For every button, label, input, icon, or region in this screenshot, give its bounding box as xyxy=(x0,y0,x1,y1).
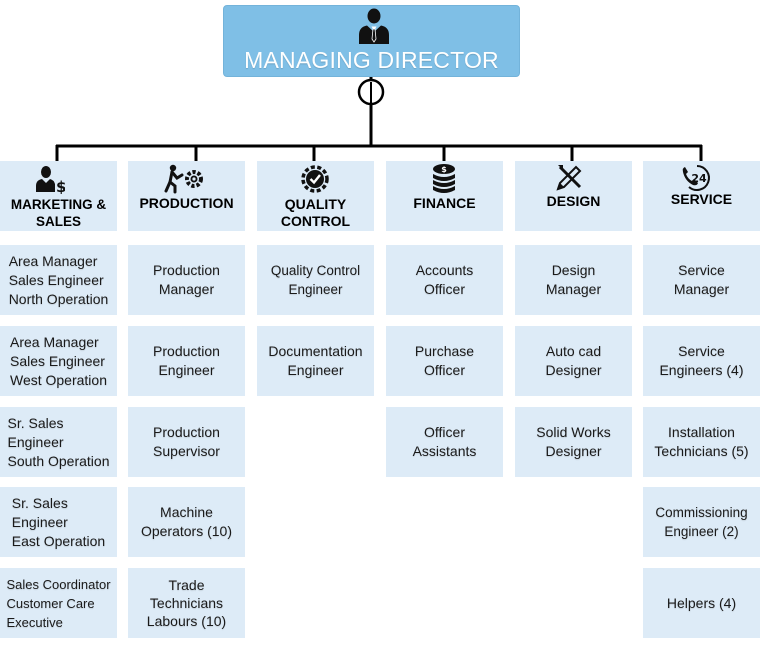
role-label: Sr. Sales Engineer South Operation xyxy=(7,414,110,469)
role-label: Design Manager xyxy=(545,262,602,297)
role-box-production-2: Production Engineer xyxy=(128,326,245,396)
dept-header-quality-control: QUALITY CONTROL xyxy=(257,161,374,231)
dept-header-service: 24 SERVICE xyxy=(643,161,760,231)
role-label: Purchase Officer xyxy=(414,343,475,378)
managing-director-box: MANAGING DIRECTOR xyxy=(223,5,520,77)
dept-header-finance: $ FINANCE xyxy=(386,161,503,231)
role-label: Quality Control Engineer xyxy=(270,263,361,297)
role-box-finance-1: Accounts Officer xyxy=(386,245,503,315)
role-box-production-4: Machine Operators (10) xyxy=(128,487,245,557)
role-label: Sr. Sales Engineer East Operation xyxy=(11,494,106,549)
role-box-finance-2: Purchase Officer xyxy=(386,326,503,396)
role-box-service-3: Installation Technicians (5) xyxy=(643,407,760,477)
role-box-marketing-4: Sr. Sales Engineer East Operation xyxy=(0,487,117,557)
dept-label-service: SERVICE xyxy=(670,191,733,207)
dept-label-marketing-sales: MARKETING & SALES xyxy=(10,197,107,229)
role-label: Accounts Officer xyxy=(415,262,474,297)
dept-label-design: DESIGN xyxy=(546,193,601,209)
svg-text:$: $ xyxy=(441,165,447,174)
finance-icon: $ xyxy=(433,164,455,193)
svg-text:$: $ xyxy=(56,178,65,194)
role-box-marketing-1: Area Manager Sales Engineer North Operat… xyxy=(0,245,117,315)
role-label: Documentation Engineer xyxy=(268,343,363,378)
role-box-production-3: Production Supervisor xyxy=(128,407,245,477)
role-box-service-4: Commissioning Engineer (2) xyxy=(643,487,760,557)
role-box-production-5: Trade Technicians Labours (10) xyxy=(128,568,245,638)
role-box-service-2: Service Engineers (4) xyxy=(643,326,760,396)
role-box-design-1: Design Manager xyxy=(515,245,632,315)
marketing-sales-icon: $ xyxy=(36,166,65,194)
role-box-quality-1: Quality Control Engineer xyxy=(257,245,374,315)
role-label: Area Manager Sales Engineer North Operat… xyxy=(8,252,109,307)
managing-director-title: MANAGING DIRECTOR xyxy=(244,47,499,73)
role-box-design-2: Auto cad Designer xyxy=(515,326,632,396)
quality-control-icon xyxy=(301,165,329,193)
role-label: Service Manager xyxy=(673,262,730,297)
role-label: Commissioning Engineer (2) xyxy=(655,505,748,539)
dept-header-production: PRODUCTION xyxy=(128,161,245,231)
dept-label-production: PRODUCTION xyxy=(139,195,234,211)
role-box-quality-2: Documentation Engineer xyxy=(257,326,374,396)
role-label: Production Engineer xyxy=(153,343,220,378)
businessman-icon xyxy=(359,8,389,44)
production-icon xyxy=(164,164,203,194)
role-label: Trade Technicians Labours (10) xyxy=(146,577,227,629)
role-label: Production Manager xyxy=(153,262,220,297)
dept-label-quality-control: QUALITY CONTROL xyxy=(280,196,351,229)
dept-label-finance: FINANCE xyxy=(413,195,476,211)
role-label: Machine Operators (10) xyxy=(140,504,233,539)
design-icon xyxy=(556,165,582,191)
role-box-design-3: Solid Works Designer xyxy=(515,407,632,477)
role-box-marketing-3: Sr. Sales Engineer South Operation xyxy=(0,407,117,477)
dept-header-design: DESIGN xyxy=(515,161,632,231)
role-label: Officer Assistants xyxy=(412,424,477,459)
role-label: Production Supervisor xyxy=(153,424,220,459)
role-label: Installation Technicians (5) xyxy=(654,424,749,459)
role-box-finance-3: Officer Assistants xyxy=(386,407,503,477)
role-label: Area Manager Sales Engineer West Operati… xyxy=(9,333,107,388)
role-label: Helpers (4) xyxy=(666,594,737,611)
role-label: Solid Works Designer xyxy=(536,424,611,459)
role-label: Sales Coordinator Customer Care Executiv… xyxy=(6,576,111,630)
role-box-marketing-5: Sales Coordinator Customer Care Executiv… xyxy=(0,568,117,638)
role-box-service-5: Helpers (4) xyxy=(643,568,760,638)
role-box-service-1: Service Manager xyxy=(643,245,760,315)
role-box-production-1: Production Manager xyxy=(128,245,245,315)
role-label: Service Engineers (4) xyxy=(659,343,744,378)
dept-header-marketing-sales: $ MARKETING & SALES xyxy=(0,161,117,231)
role-label: Auto cad Designer xyxy=(545,343,602,378)
role-box-marketing-2: Area Manager Sales Engineer West Operati… xyxy=(0,326,117,396)
service-24-icon: 24 xyxy=(682,165,710,191)
